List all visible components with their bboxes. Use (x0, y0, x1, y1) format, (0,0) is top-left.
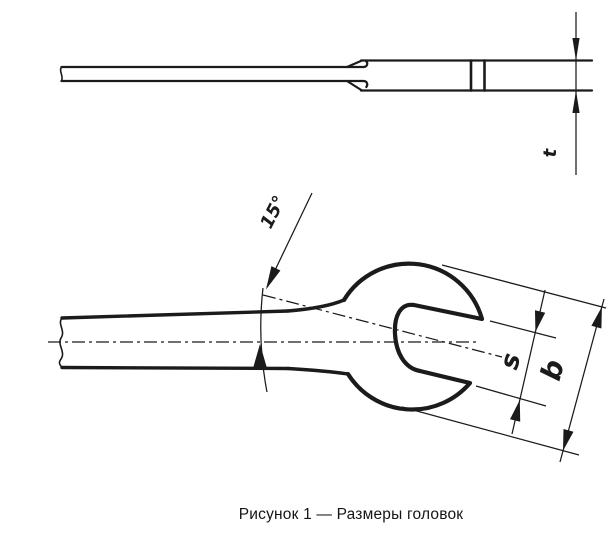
b-lower-extension-line (401, 406, 580, 456)
s-arrow-inward-top-icon (535, 310, 546, 332)
plan-shaft-top-edge (60, 309, 290, 320)
plan-shaft-bottom-edge (60, 365, 290, 371)
head-outline (341, 261, 485, 412)
jaw-opening-label: s (494, 350, 527, 373)
angle-label: 15° (256, 192, 290, 232)
thickness-label: t (540, 147, 561, 157)
angle-arrow-up-icon (252, 344, 268, 370)
side-view (59, 59, 594, 92)
head-width-label: b (534, 356, 571, 384)
side-shaft-left-cap (59, 66, 63, 82)
angle-arc-line (260, 287, 268, 393)
b-arrow-outward-top-icon (591, 306, 602, 329)
s-upper-extension-line (489, 320, 557, 339)
jaw-and-head-dimensions: s b (401, 264, 607, 463)
plan-shaft-break-line (58, 317, 64, 369)
side-notch-bottom-hook (345, 79, 369, 89)
t-arrow-up-icon (572, 90, 580, 113)
b-upper-extension-line (441, 264, 607, 309)
side-notch-bottom-diagonal (345, 79, 364, 92)
angle-dimension: 15° (252, 192, 313, 393)
figure-caption: Рисунок 1 — Размеры головок (238, 506, 464, 523)
b-arrow-outward-bottom-icon (563, 429, 574, 451)
neck-bottom-curve (286, 366, 350, 376)
head-axis-centerline (262, 294, 503, 358)
s-lower-extension-line (475, 385, 547, 407)
thickness-dimension: t (540, 12, 580, 175)
neck-top-curve (286, 298, 346, 313)
plan-view (48, 261, 503, 412)
t-arrow-down-icon (572, 38, 580, 61)
side-notch-top-hook (345, 60, 369, 69)
s-arrow-inward-bottom-icon (510, 400, 521, 422)
angle-arrow-down-icon (266, 266, 281, 290)
